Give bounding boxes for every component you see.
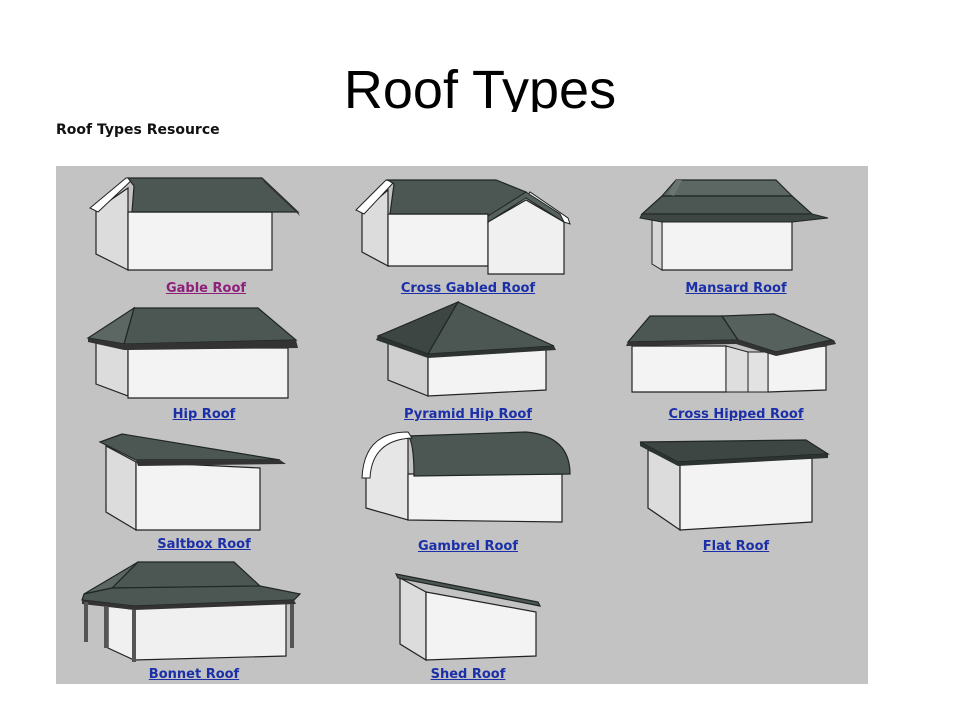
roof-link-mansard[interactable]: Mansard Roof <box>685 281 787 296</box>
roof-link-hip[interactable]: Hip Roof <box>172 407 236 422</box>
roof-card-flat[interactable]: Flat Roof <box>616 428 856 554</box>
roof-card-cross-hipped[interactable]: Cross Hipped Roof <box>616 296 856 422</box>
roof-card-bonnet[interactable]: Bonnet Roof <box>74 556 314 682</box>
shed-roof-icon <box>394 573 542 662</box>
flat-roof-icon <box>639 439 830 532</box>
roof-link-saltbox[interactable]: Saltbox Roof <box>157 537 251 552</box>
mansard-roof-icon <box>639 179 829 271</box>
roof-card-mansard[interactable]: Mansard Roof <box>616 170 856 296</box>
roof-link-shed[interactable]: Shed Roof <box>430 667 506 682</box>
roof-card-hip[interactable]: Hip Roof <box>84 296 324 422</box>
cross-gabled-roof-icon <box>355 179 571 275</box>
roof-card-cross-gabled[interactable]: Cross Gabled Roof <box>348 170 588 296</box>
roof-card-pyramid-hip[interactable]: Pyramid Hip Roof <box>348 296 588 422</box>
slide-title: Roof Types <box>343 60 617 112</box>
roof-card-saltbox[interactable]: Saltbox Roof <box>84 426 324 552</box>
gable-roof-icon <box>89 177 300 271</box>
roof-link-cross-hipped[interactable]: Cross Hipped Roof <box>668 407 804 422</box>
roof-link-flat[interactable]: Flat Roof <box>702 539 770 554</box>
hip-roof-icon <box>86 306 298 399</box>
roof-card-gambrel[interactable]: Gambrel Roof <box>348 428 588 554</box>
cross-hipped-roof-icon <box>626 313 836 393</box>
resource-heading: Roof Types Resource <box>56 122 220 138</box>
pyramid-hip-roof-icon <box>376 300 556 397</box>
roof-link-gambrel[interactable]: Gambrel Roof <box>417 539 519 554</box>
roof-card-gable[interactable]: Gable Roof <box>86 170 326 296</box>
roof-card-shed[interactable]: Shed Roof <box>348 556 588 682</box>
roof-link-gable[interactable]: Gable Roof <box>165 281 247 296</box>
gambrel-roof-icon <box>361 431 571 523</box>
roof-types-panel: Gable Roof Cross Gabled Roof Mansard Roo… <box>56 166 868 684</box>
saltbox-roof-icon <box>98 433 286 532</box>
roof-link-cross-gabled[interactable]: Cross Gabled Roof <box>400 281 536 296</box>
bonnet-roof-icon <box>81 561 302 662</box>
roof-link-bonnet[interactable]: Bonnet Roof <box>148 667 240 682</box>
roof-link-pyramid-hip[interactable]: Pyramid Hip Roof <box>404 407 532 422</box>
